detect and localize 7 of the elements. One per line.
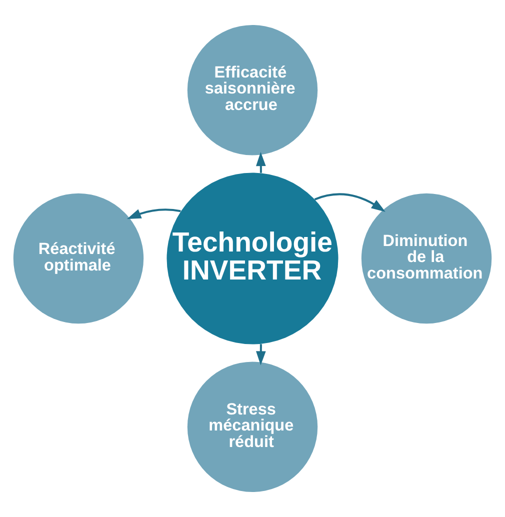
arrow <box>126 208 181 219</box>
node-circle: Stress mécanique réduit <box>187 362 318 492</box>
node-circle: Efficacité saisonnière accrue <box>187 25 318 156</box>
node-circle: Technologie INVERTER <box>166 172 338 344</box>
arrow <box>256 152 266 173</box>
node-circle: Diminution de la consommation <box>361 193 492 324</box>
arrow <box>314 193 386 212</box>
